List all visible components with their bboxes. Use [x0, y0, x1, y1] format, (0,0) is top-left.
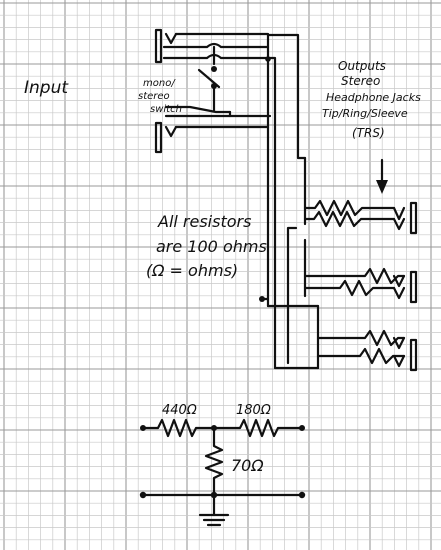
junction-dot	[211, 425, 217, 431]
output-jack-3	[316, 304, 418, 372]
resistors-note-line2: are 100 ohms	[156, 237, 267, 256]
t-pad-attenuator	[141, 418, 304, 527]
output-jack-2	[303, 238, 418, 304]
output-bus-wires	[260, 33, 320, 370]
junction-dot	[299, 425, 305, 431]
switch-label-line2: stereo	[138, 91, 170, 102]
switch-label-line3: switch	[150, 104, 182, 115]
junction-dot	[210, 491, 218, 499]
switch-label-line1: mono/	[143, 78, 176, 89]
input-label: Input	[24, 78, 69, 98]
resistor-180-label: 180Ω	[236, 403, 271, 418]
junction-dot	[211, 66, 217, 72]
junction-dot	[140, 425, 146, 431]
resistors-note-line1: All resistors	[157, 212, 251, 231]
outputs-label-line1: Outputs	[338, 59, 386, 73]
junction-dot	[298, 491, 306, 499]
outputs-label-line2: Stereo	[341, 74, 380, 88]
junction-dot	[211, 83, 217, 89]
resistors-note-line3: (Ω = ohms)	[146, 261, 238, 280]
outputs-label-line3: Headphone Jacks	[326, 91, 421, 104]
outputs-label-line5: (TRS)	[352, 126, 385, 140]
resistor-70-label: 70Ω	[231, 456, 264, 475]
input-jack-bottom	[154, 121, 270, 154]
junction-dot	[139, 491, 147, 499]
output-jack-1	[303, 156, 418, 235]
outputs-label-line4: Tip/Ring/Sleeve	[322, 107, 408, 120]
junction-dot	[259, 296, 265, 302]
junction-dot	[265, 56, 271, 62]
resistor-440-label: 440Ω	[162, 403, 197, 418]
output-arrow-head	[376, 180, 388, 194]
